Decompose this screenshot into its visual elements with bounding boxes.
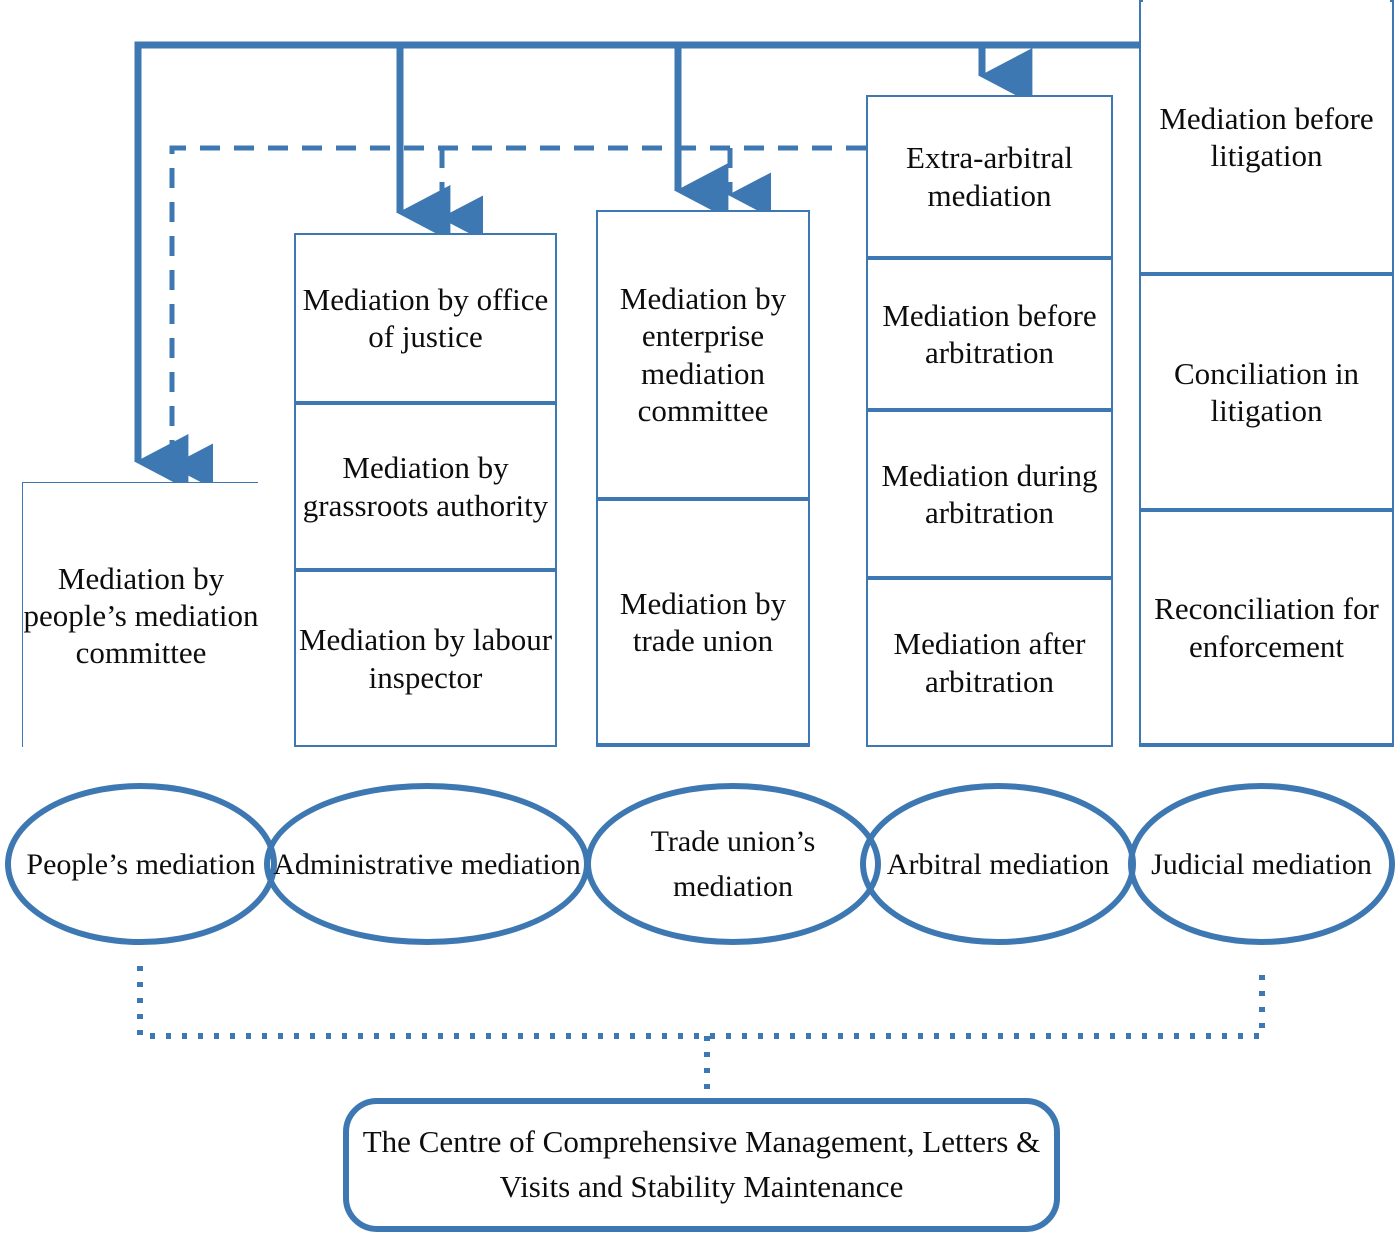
category-judicial-mediation-label: Judicial mediation [1151, 847, 1372, 881]
solid-trunk [134, 41, 1142, 490]
cell-trade-union-1-label: Mediation by trade union [619, 585, 787, 658]
category-administrative-mediation-label: Administrative mediation [273, 847, 581, 881]
cell-administrative-1-label: Mediation by grassroots authority [302, 450, 549, 523]
cell-administrative-1[interactable]: Mediation by grassroots authority [296, 405, 555, 572]
category-arbitral-mediation[interactable]: Arbitral mediation [860, 783, 1136, 945]
category-administrative-mediation[interactable]: Administrative mediation [264, 783, 590, 945]
cell-judicial-2[interactable]: Reconciliation for enforcement [1141, 512, 1392, 743]
cell-judicial-2-label: Reconciliation for enforcement [1154, 591, 1379, 664]
category-peoples-mediation[interactable]: People’s mediation [5, 783, 277, 945]
cell-arbitral-1[interactable]: Mediation before arbitration [868, 260, 1111, 412]
cell-arbitral-1-label: Mediation before arbitration [882, 297, 1097, 370]
dashed-to-peoples [169, 145, 866, 489]
category-trade-union-mediation-label: Trade union’s mediation [650, 825, 816, 903]
cell-judicial-1[interactable]: Conciliation in litigation [1141, 276, 1392, 512]
cell-peoples-0[interactable]: Mediation by people’s mediation committe… [23, 483, 259, 748]
cell-trade-union-1[interactable]: Mediation by trade union [598, 501, 808, 743]
category-peoples-mediation-label: People’s mediation [26, 847, 256, 881]
cell-trade-union-0[interactable]: Mediation by enterprise mediation commit… [598, 212, 808, 501]
column-peoples: Mediation by people’s mediation committe… [22, 482, 259, 748]
cell-arbitral-2[interactable]: Mediation during arbitration [868, 412, 1111, 580]
centre-box-label: The Centre of Comprehensive Management, … [362, 1124, 1041, 1204]
category-judicial-mediation[interactable]: Judicial mediation [1128, 783, 1395, 945]
centre-box[interactable]: The Centre of Comprehensive Management, … [343, 1098, 1060, 1232]
cell-judicial-0-label: Mediation before litigation [1159, 100, 1374, 173]
cell-arbitral-0-label: Extra-arbitral mediation [906, 140, 1073, 213]
cell-arbitral-2-label: Mediation during arbitration [881, 457, 1098, 530]
category-arbitral-mediation-label: Arbitral mediation [886, 847, 1110, 881]
column-judicial: Mediation before litigation Conciliation… [1139, 0, 1394, 747]
cell-trade-union-0-label: Mediation by enterprise mediation commit… [619, 281, 787, 428]
column-arbitral: Extra-arbitral mediation Mediation befor… [866, 95, 1113, 747]
cell-judicial-1-label: Conciliation in litigation [1173, 355, 1360, 428]
cell-judicial-0[interactable]: Mediation before litigation [1141, 2, 1392, 276]
cell-arbitral-3[interactable]: Mediation after arbitration [868, 580, 1111, 745]
cell-administrative-2[interactable]: Mediation by labour inspector [296, 572, 555, 745]
category-trade-union-mediation[interactable]: Trade union’s mediation [585, 783, 881, 945]
dotted-bridge [137, 966, 1265, 1039]
cell-administrative-2-label: Mediation by labour inspector [298, 622, 553, 695]
column-trade-union: Mediation by enterprise mediation commit… [596, 210, 810, 747]
dotted-linkage [137, 966, 1265, 1098]
cell-arbitral-3-label: Mediation after arbitration [893, 626, 1086, 699]
cell-administrative-0-label: Mediation by office of justice [302, 281, 549, 354]
cell-peoples-0-label: Mediation by people’s mediation committe… [23, 560, 259, 671]
dashed-trunk [169, 145, 866, 489]
column-administrative: Mediation by office of justice Mediation… [294, 233, 557, 747]
cell-arbitral-0[interactable]: Extra-arbitral mediation [868, 97, 1111, 260]
trunk-to-peoples [134, 41, 1142, 490]
cell-administrative-0[interactable]: Mediation by office of justice [296, 235, 555, 405]
